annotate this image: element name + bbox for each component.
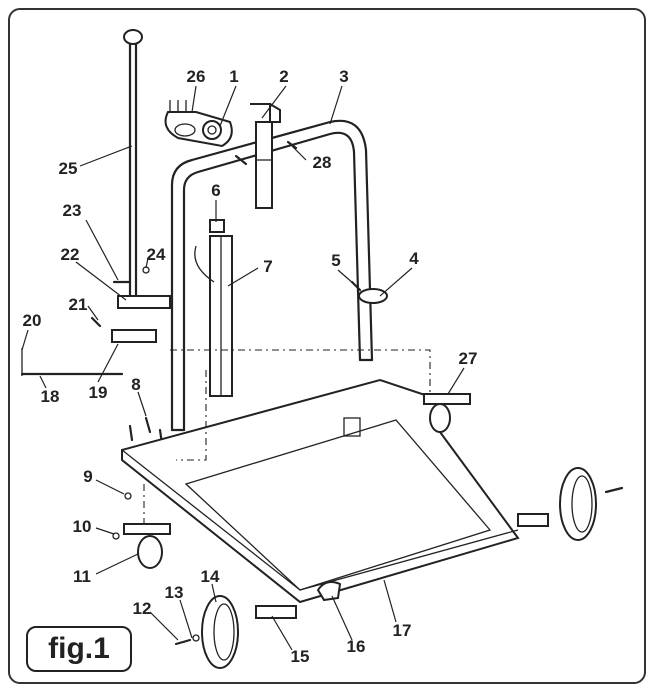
callout-10: 10: [73, 517, 92, 536]
part-6-cap: [209, 219, 225, 233]
callout-12: 12: [133, 599, 152, 618]
callout-27: 27: [459, 349, 478, 368]
callout-2: 2: [279, 67, 288, 86]
part-25-rod: [123, 29, 143, 302]
callout-13: 13: [165, 583, 184, 602]
part-21-screw: [90, 316, 102, 328]
part-19-tube: [111, 329, 157, 343]
part-13-washer: [192, 634, 200, 642]
callout-8: 8: [131, 375, 140, 394]
callout-3: 3: [339, 67, 348, 86]
callout-5: 5: [331, 251, 340, 270]
part-1-knob: [202, 120, 222, 140]
callout-19: 19: [89, 383, 108, 402]
callout-28: 28: [313, 153, 332, 172]
callout-18: 18: [41, 387, 60, 406]
callout-25: 25: [59, 159, 78, 178]
callout-24: 24: [147, 245, 166, 264]
callout-1: 1: [229, 67, 238, 86]
part-27-caster: [423, 393, 471, 433]
part-12-bolt: [174, 638, 192, 646]
callout-23: 23: [63, 201, 82, 220]
callout-9: 9: [83, 467, 92, 486]
callout-15: 15: [291, 647, 310, 666]
part-16-tab: [316, 581, 342, 602]
callout-14: 14: [201, 567, 220, 586]
callout-numbers: 1 2 3 4 5 6 7 8 9 10 11 12 13 14 15 16 1…: [23, 67, 478, 666]
callout-20: 20: [23, 311, 42, 330]
screw-near-2: [234, 154, 248, 166]
callout-26: 26: [187, 67, 206, 86]
callout-16: 16: [347, 637, 366, 656]
part-11-caster: [123, 523, 171, 569]
bolt-right: [604, 486, 624, 494]
wheel-right: [559, 467, 597, 541]
part-2-bracket: [250, 103, 281, 209]
callout-7: 7: [263, 257, 272, 276]
part-28-screw: [286, 140, 298, 150]
part-14-wheel-left: [201, 595, 239, 669]
part-9-washer: [124, 492, 132, 500]
assembly-lines: [143, 349, 431, 524]
spacer-right: [517, 513, 549, 527]
part-7-post: [194, 235, 233, 397]
callout-6: 6: [211, 181, 220, 200]
part-15-spacer: [255, 605, 297, 619]
figure-frame: [8, 8, 646, 684]
callout-21: 21: [69, 295, 88, 314]
leader-lines: [21, 85, 465, 651]
part-4-collar: [358, 288, 388, 304]
part-10-washer: [112, 532, 120, 540]
part-17-platform: [121, 378, 520, 604]
part-26-clip: [164, 100, 233, 148]
callout-22: 22: [61, 245, 80, 264]
callout-17: 17: [393, 621, 412, 640]
figure-label: fig.1: [26, 626, 132, 672]
callout-11: 11: [73, 567, 91, 586]
part-22-tube: [117, 295, 171, 309]
callout-4: 4: [409, 249, 419, 268]
